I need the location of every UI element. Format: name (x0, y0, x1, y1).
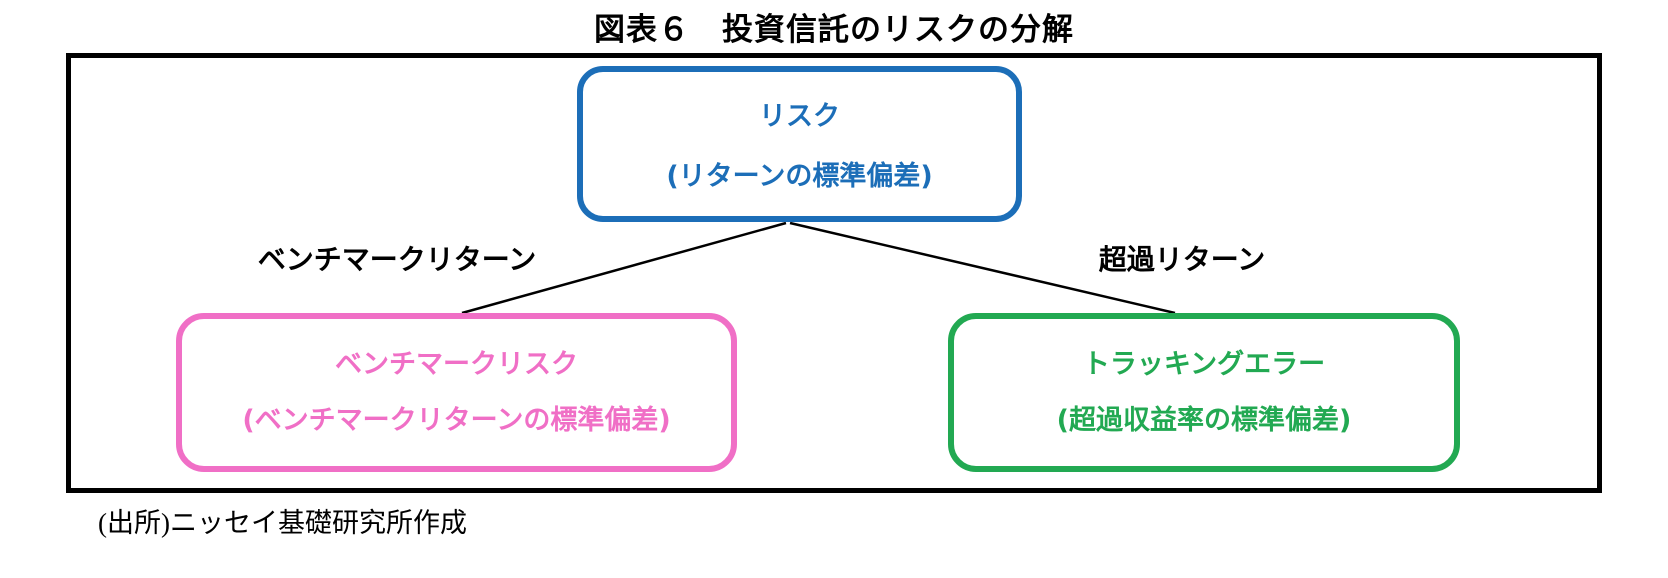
risk-root-sublabel: (リターンの標準偏差) (666, 161, 933, 192)
figure-title: 図表６ 投資信託のリスクの分解 (594, 12, 1074, 47)
benchmark-risk-sublabel: (ベンチマークリターンの標準偏差) (242, 404, 671, 436)
tracking-error-label: トラッキングエラー (1082, 348, 1326, 380)
tracking-error-sublabel: (超過収益率の標準偏差) (1056, 404, 1352, 436)
tracking-error-node: トラッキングエラー (超過収益率の標準偏差) (948, 313, 1460, 472)
source-attribution: (出所)ニッセイ基礎研究所作成 (98, 508, 467, 538)
risk-root-node: リスク (リターンの標準偏差) (577, 66, 1022, 222)
benchmark-risk-node: ベンチマークリスク (ベンチマークリターンの標準偏差) (176, 313, 737, 472)
excess-return-branch-label: 超過リターン (1098, 243, 1266, 276)
benchmark-risk-label: ベンチマークリスク (335, 348, 578, 380)
benchmark-return-branch-label: ベンチマークリターン (257, 243, 537, 276)
risk-root-label: リスク (759, 101, 840, 132)
